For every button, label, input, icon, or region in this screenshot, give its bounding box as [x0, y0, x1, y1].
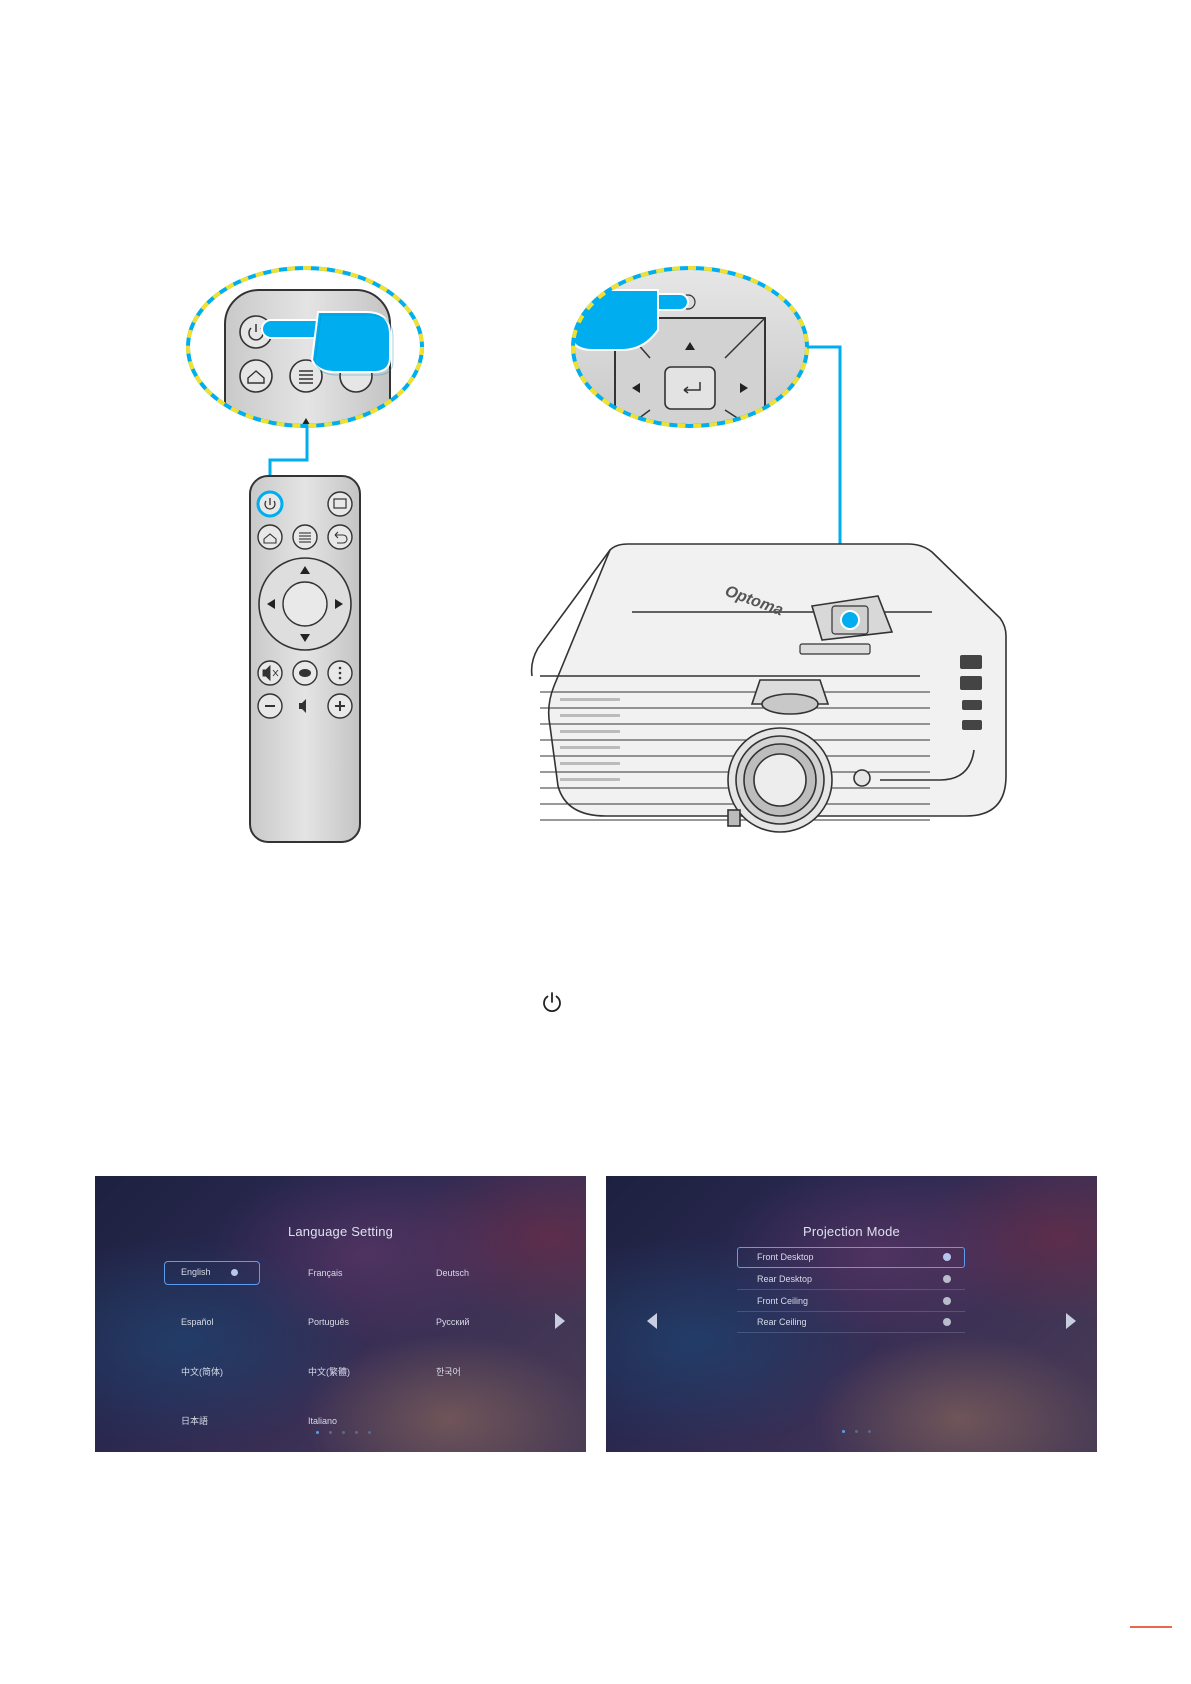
projection-option-front-desktop[interactable]: Front Desktop [737, 1247, 965, 1268]
projection-option-rear-ceiling[interactable]: Rear Ceiling [737, 1312, 965, 1333]
remote-control [250, 476, 360, 842]
language-label: 日本語 [181, 1416, 208, 1426]
language-label: Português [308, 1317, 349, 1327]
language-option-italiano[interactable]: Italiano [291, 1409, 387, 1433]
projection-label: Rear Desktop [757, 1274, 812, 1284]
panel-zoom-bubble [560, 260, 820, 440]
screen-title: Projection Mode [606, 1224, 1097, 1239]
language-label: 한국어 [436, 1367, 461, 1377]
next-page-arrow-icon[interactable] [1066, 1313, 1076, 1329]
language-label: Deutsch [436, 1268, 469, 1278]
selected-radio-icon [231, 1269, 238, 1276]
screen-title: Language Setting [95, 1224, 586, 1239]
page-indicator [842, 1430, 871, 1433]
projection-label: Front Desktop [757, 1252, 814, 1262]
language-label: Italiano [308, 1416, 337, 1426]
projection-option-front-ceiling[interactable]: Front Ceiling [737, 1291, 965, 1312]
options-icon [339, 667, 342, 680]
language-setting-screen: Language Setting English Français Deutsc… [95, 1176, 586, 1452]
projection-mode-screen: Projection Mode Front Desktop Rear Deskt… [606, 1176, 1097, 1452]
language-label: 中文(繁體) [308, 1367, 350, 1377]
language-option-english[interactable]: English [164, 1261, 260, 1285]
page-indicator [316, 1431, 371, 1434]
language-option-chinese-traditional[interactable]: 中文(繁體) [291, 1360, 387, 1384]
language-option-portugues[interactable]: Português [291, 1310, 387, 1334]
language-label: Español [181, 1317, 214, 1327]
projection-label: Front Ceiling [757, 1296, 808, 1306]
language-option-korean[interactable]: 한국어 [419, 1360, 515, 1384]
language-option-deutsch[interactable]: Deutsch [419, 1261, 515, 1285]
language-label: English [181, 1267, 211, 1277]
bluetooth-icon [299, 669, 311, 677]
power-on-illustration: Optoma [0, 0, 1191, 880]
remote-zoom-bubble [160, 260, 450, 490]
language-option-francais[interactable]: Français [291, 1261, 387, 1285]
language-label: 中文(简体) [181, 1367, 223, 1377]
projector: Optoma [532, 544, 1006, 832]
projection-label: Rear Ceiling [757, 1317, 807, 1327]
language-option-chinese-simplified[interactable]: 中文(简体) [164, 1360, 260, 1384]
power-icon [540, 990, 564, 1014]
radio-icon [943, 1318, 951, 1326]
language-label: Français [308, 1268, 343, 1278]
language-option-japanese[interactable]: 日本語 [164, 1409, 260, 1433]
selected-radio-icon [943, 1253, 951, 1261]
language-option-russian[interactable]: Русский [419, 1310, 515, 1334]
language-label: Русский [436, 1317, 469, 1327]
next-page-arrow-icon[interactable] [555, 1313, 565, 1329]
radio-icon [943, 1297, 951, 1305]
page-footer-rule [1130, 1626, 1172, 1628]
language-option-espanol[interactable]: Español [164, 1310, 260, 1334]
projection-option-rear-desktop[interactable]: Rear Desktop [737, 1269, 965, 1290]
previous-page-arrow-icon[interactable] [647, 1313, 657, 1329]
radio-icon [943, 1275, 951, 1283]
